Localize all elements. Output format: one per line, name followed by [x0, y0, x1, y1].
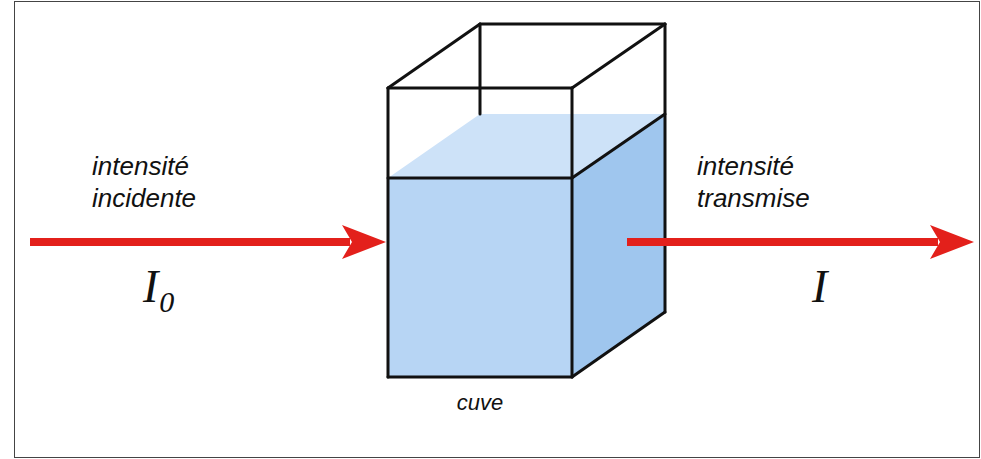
subscript: 0	[159, 286, 174, 318]
beam-label: intensité incidente	[92, 150, 292, 214]
cuvette-outline	[386, 20, 668, 430]
cuvette-label: cuve	[457, 390, 503, 416]
beam-label: intensité transmise	[697, 150, 897, 214]
cuvette: cuve	[386, 20, 668, 430]
intensity-symbol: I	[143, 262, 158, 312]
intensity-symbol: I	[812, 262, 827, 312]
